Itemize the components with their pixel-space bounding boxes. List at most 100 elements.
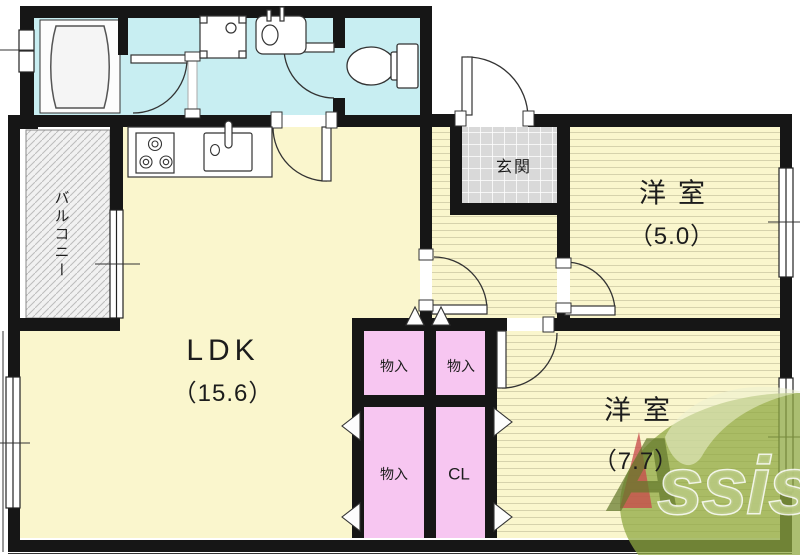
door-jamb: [184, 51, 201, 62]
wall: [333, 98, 345, 115]
door-jamb: [184, 108, 201, 119]
doors: [130, 42, 616, 389]
wall: [110, 115, 123, 210]
entrance-door-leaf: [461, 56, 473, 116]
door-jamb: [542, 316, 555, 333]
door-jamb: [270, 111, 283, 129]
wall: [557, 127, 570, 265]
closet-door-triangle: [431, 305, 451, 326]
door-jamb: [454, 110, 467, 127]
room-label-balcony: バルコニー: [52, 190, 70, 280]
door-jamb: [522, 110, 535, 127]
washbasin-bowl: [261, 24, 279, 46]
wall: [450, 115, 462, 215]
door-arc: [272, 126, 328, 182]
wall: [547, 318, 792, 331]
wall: [8, 540, 792, 552]
sink-faucet: [224, 120, 233, 149]
watermark-leaf: [665, 386, 800, 466]
bathtub: [50, 25, 110, 109]
door-jamb: [418, 248, 434, 261]
room-label-western1: 洋室: [639, 178, 717, 209]
washbasin-faucet: [266, 9, 272, 22]
balcony-floor: [25, 129, 111, 319]
room-size-western1: （5.0）: [628, 223, 716, 250]
wall: [352, 318, 497, 331]
toilet-tank: [396, 43, 419, 89]
door-jamb: [555, 257, 572, 269]
bedroom1-floor: [570, 127, 780, 318]
washing-pan-corner: [238, 50, 247, 59]
entrance-door-arc: [466, 56, 529, 119]
door-jamb: [555, 302, 572, 314]
room-label-ldk: LDK: [186, 334, 260, 367]
door-arc: [501, 332, 558, 389]
door-arc: [564, 261, 616, 313]
closet-label-bottom-left: 物入: [380, 466, 408, 482]
watermark-red-stripe: [620, 432, 652, 508]
stove-burners: [139, 136, 173, 169]
wall: [528, 114, 792, 127]
closet-label-cl: CL: [448, 464, 470, 484]
door-leaf: [321, 126, 332, 182]
wall: [20, 115, 120, 127]
wall: [420, 6, 432, 257]
door-leaf: [130, 54, 188, 64]
door-arc: [132, 58, 188, 114]
washbasin: [255, 6, 307, 55]
wall: [20, 6, 432, 18]
door-jamb: [325, 111, 338, 129]
wall: [352, 395, 497, 407]
closet-door-markers: [341, 305, 513, 533]
watermark-rest: ssist: [658, 441, 800, 530]
closet-door-triangle: [341, 410, 361, 442]
closet-door-triangle: [405, 305, 425, 326]
wall: [450, 203, 570, 215]
door-arc: [433, 256, 488, 311]
door-arc: [283, 47, 335, 99]
toilet: [346, 43, 419, 89]
fixtures: [50, 6, 419, 178]
burner: [142, 158, 150, 166]
burner: [151, 140, 159, 148]
partition-opening: [187, 53, 198, 117]
kitchen-counter: [127, 120, 273, 178]
closet-label-top-right: 物入: [447, 358, 475, 374]
closet-door-triangle: [341, 501, 361, 533]
closet-door-triangle: [493, 501, 513, 533]
hall-strip-floor: [432, 127, 450, 215]
entrance-tile-floor: [462, 127, 557, 203]
burner: [162, 158, 170, 166]
watermark: A ssist: [605, 386, 800, 555]
wall: [333, 18, 345, 48]
ldk-floor: [18, 318, 352, 538]
washing-pan-body: [199, 15, 247, 59]
watermark-letter-a: A: [605, 416, 685, 534]
door-opening: [277, 115, 331, 127]
door-leaf: [496, 330, 507, 389]
sink-drain: [209, 143, 221, 157]
hall-floor: [432, 215, 557, 318]
room-size-western2: （7.7）: [592, 448, 680, 475]
wall: [497, 318, 507, 331]
wall: [485, 331, 497, 538]
door-leaf: [564, 305, 616, 316]
washing-machine-pan: [199, 15, 247, 59]
washing-pan-corner: [199, 15, 208, 24]
washing-pan-drain: [225, 22, 237, 34]
wall: [8, 318, 120, 331]
washing-pan-corner: [238, 15, 247, 24]
door-jamb: [418, 299, 434, 312]
watermark-circle: [620, 393, 800, 555]
room-size-ldk: （15.6）: [172, 380, 274, 407]
wall: [118, 18, 128, 55]
room-label-entrance: 玄関: [495, 159, 533, 176]
closet-door-triangle: [493, 406, 513, 438]
room-label-western2: 洋室: [604, 395, 682, 426]
washing-pan-corner: [199, 50, 208, 59]
toilet-bowl: [346, 46, 396, 86]
closet-label-top-left: 物入: [380, 358, 408, 374]
washbasin-faucet: [279, 6, 285, 22]
